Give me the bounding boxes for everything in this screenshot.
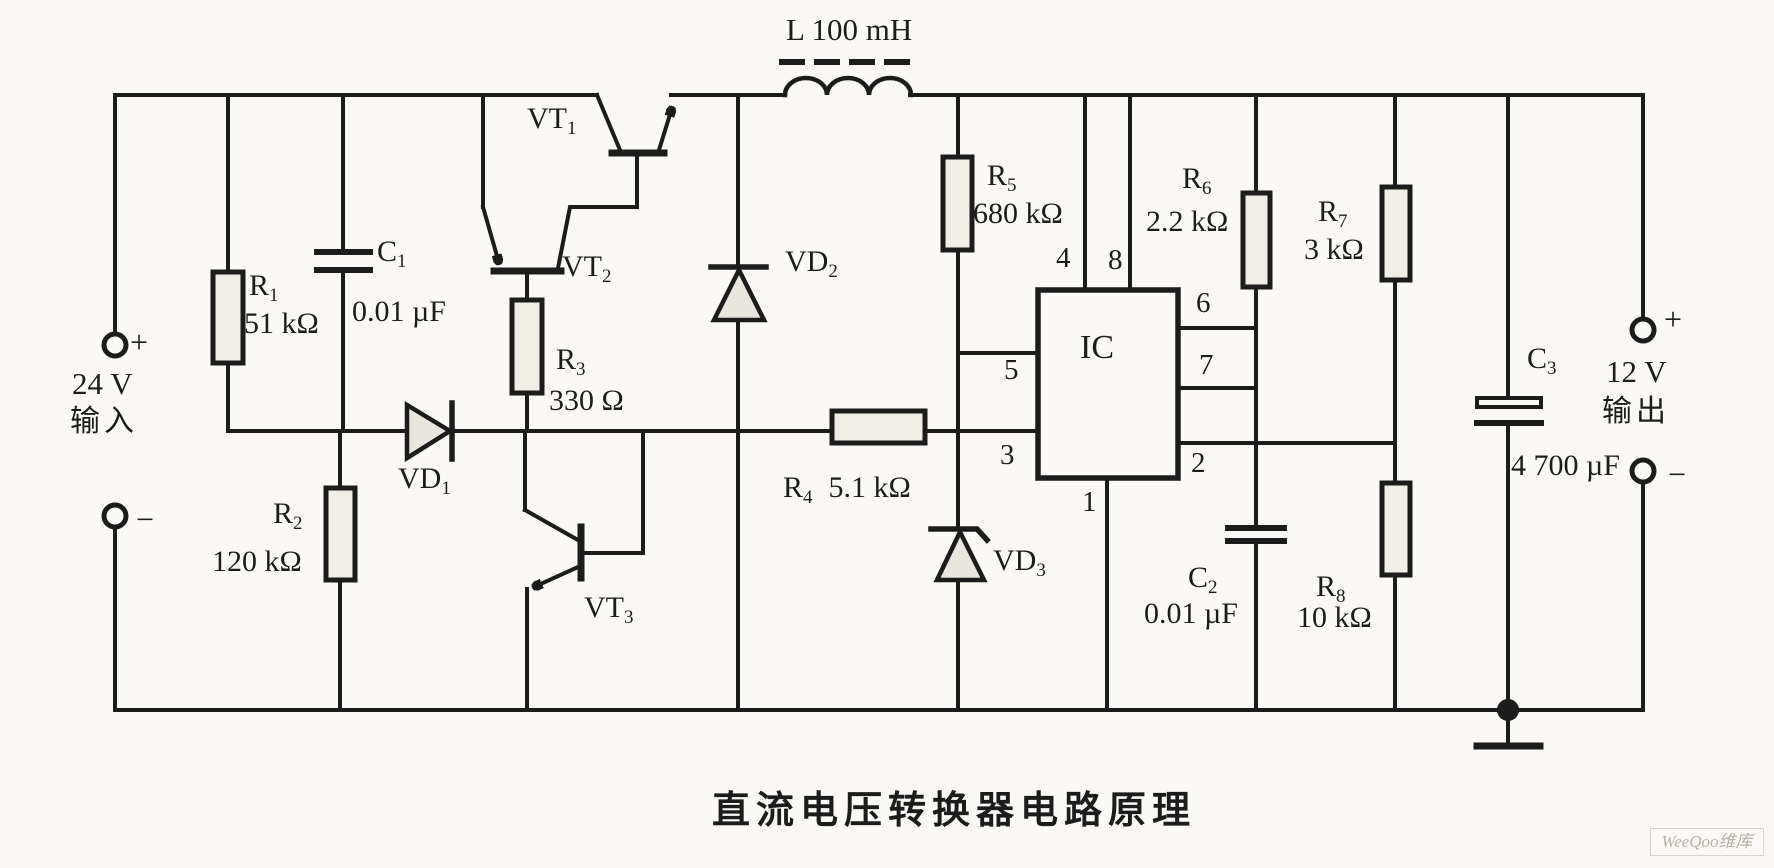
resistor-r7 bbox=[1379, 93, 1413, 485]
ic-pin6-label: 6 bbox=[1196, 287, 1211, 319]
resistor-r2-label: R2 bbox=[273, 497, 303, 534]
capacitor-c2-label: C2 bbox=[1188, 561, 1218, 598]
transistor-vt3 bbox=[522, 429, 645, 712]
resistor-r6-value: 2.2 kΩ bbox=[1146, 205, 1229, 238]
resistor-r7-value: 3 kΩ bbox=[1304, 233, 1364, 266]
ic-chip bbox=[956, 93, 1397, 712]
resistor-r4-value: 5.1 kΩ bbox=[828, 471, 911, 504]
ic-pin2-label: 2 bbox=[1191, 447, 1206, 479]
diode-vd1-label: VD1 bbox=[398, 462, 451, 499]
resistor-r7-label: R7 bbox=[1318, 195, 1348, 232]
output-voltage: 12 V bbox=[1606, 354, 1667, 389]
ic-pin3-label: 3 bbox=[1000, 439, 1015, 471]
diode-vd3-label: VD3 bbox=[993, 544, 1046, 581]
resistor-r6 bbox=[1240, 93, 1273, 528]
transistor-vt2 bbox=[480, 93, 565, 302]
ic-pin7-label: 7 bbox=[1199, 349, 1214, 381]
input-label: 输入 bbox=[70, 405, 138, 438]
resistor-r2-value: 120 kΩ bbox=[212, 545, 302, 578]
transistor-vt2-label: VT2 bbox=[562, 250, 612, 287]
terminal-output-negative bbox=[1629, 457, 1657, 485]
resistor-r1-value: 51 kΩ bbox=[244, 307, 319, 340]
output-minus-sign: − bbox=[1668, 456, 1687, 492]
resistor-r8-value: 10 kΩ bbox=[1297, 601, 1372, 634]
resistor-r6-label: R6 bbox=[1182, 162, 1212, 199]
output-plus-sign: + bbox=[1664, 301, 1683, 337]
page-title: 直流电压转换器电路原理 bbox=[712, 790, 1197, 832]
resistor-r8 bbox=[1379, 480, 1413, 712]
terminal-input-negative bbox=[101, 502, 129, 530]
terminal-output-positive bbox=[1629, 316, 1657, 344]
capacitor-c3-value: 4 700 µF bbox=[1511, 449, 1620, 482]
transistor-vt3-label: VT3 bbox=[584, 591, 634, 628]
capacitor-c1 bbox=[314, 93, 373, 433]
resistor-r3-label: R3 bbox=[556, 343, 586, 380]
diode-vd2 bbox=[708, 93, 769, 712]
resistor-r3-value: 330 Ω bbox=[549, 384, 624, 417]
capacitor-c3 bbox=[1474, 93, 1544, 712]
terminal-output bbox=[1629, 93, 1657, 712]
ic-pin4-label: 4 bbox=[1056, 242, 1071, 274]
transistor-vt1-label: VT1 bbox=[527, 102, 577, 139]
ground-icon bbox=[1473, 699, 1544, 750]
inductor-l bbox=[779, 59, 914, 98]
diode-vd3-zener bbox=[928, 526, 991, 712]
resistor-r4 bbox=[829, 408, 928, 446]
resistor-r8-label: R8 bbox=[1316, 570, 1346, 607]
inductor-label: L 100 mH bbox=[786, 12, 913, 47]
resistor-r1 bbox=[210, 93, 246, 433]
capacitor-c2-value: 0.01 µF bbox=[1144, 597, 1238, 630]
resistor-r5-label: R5 bbox=[987, 159, 1017, 196]
ic-pin1-label: 1 bbox=[1082, 486, 1097, 518]
ic-pin8-label: 8 bbox=[1108, 244, 1123, 276]
input-minus-sign: − bbox=[136, 501, 155, 537]
watermark-badge: WeeQoo维库 bbox=[1650, 828, 1764, 856]
ic-pin5-label: 5 bbox=[1004, 354, 1019, 386]
capacitor-c1-value: 0.01 µF bbox=[352, 295, 446, 328]
resistor-r5 bbox=[940, 93, 975, 530]
ic-label: IC bbox=[1080, 329, 1114, 366]
transistor-vt1 bbox=[555, 92, 672, 271]
capacitor-c1-label: C1 bbox=[377, 235, 407, 272]
input-voltage: 24 V bbox=[72, 366, 133, 401]
resistor-r3 bbox=[509, 297, 545, 433]
diode-vd1 bbox=[404, 400, 455, 463]
output-label: 输出 bbox=[1602, 395, 1670, 428]
capacitor-c2 bbox=[1225, 525, 1287, 712]
terminal-input bbox=[101, 93, 129, 712]
capacitor-c3-label: C3 bbox=[1527, 342, 1557, 379]
resistor-r1-label: R1 bbox=[249, 269, 279, 306]
input-plus-sign: + bbox=[130, 324, 149, 360]
resistor-r2 bbox=[323, 429, 358, 712]
terminal-input-positive bbox=[101, 331, 129, 359]
resistor-r5-value: 680 kΩ bbox=[973, 197, 1063, 230]
diode-vd2-label: VD2 bbox=[785, 245, 838, 282]
